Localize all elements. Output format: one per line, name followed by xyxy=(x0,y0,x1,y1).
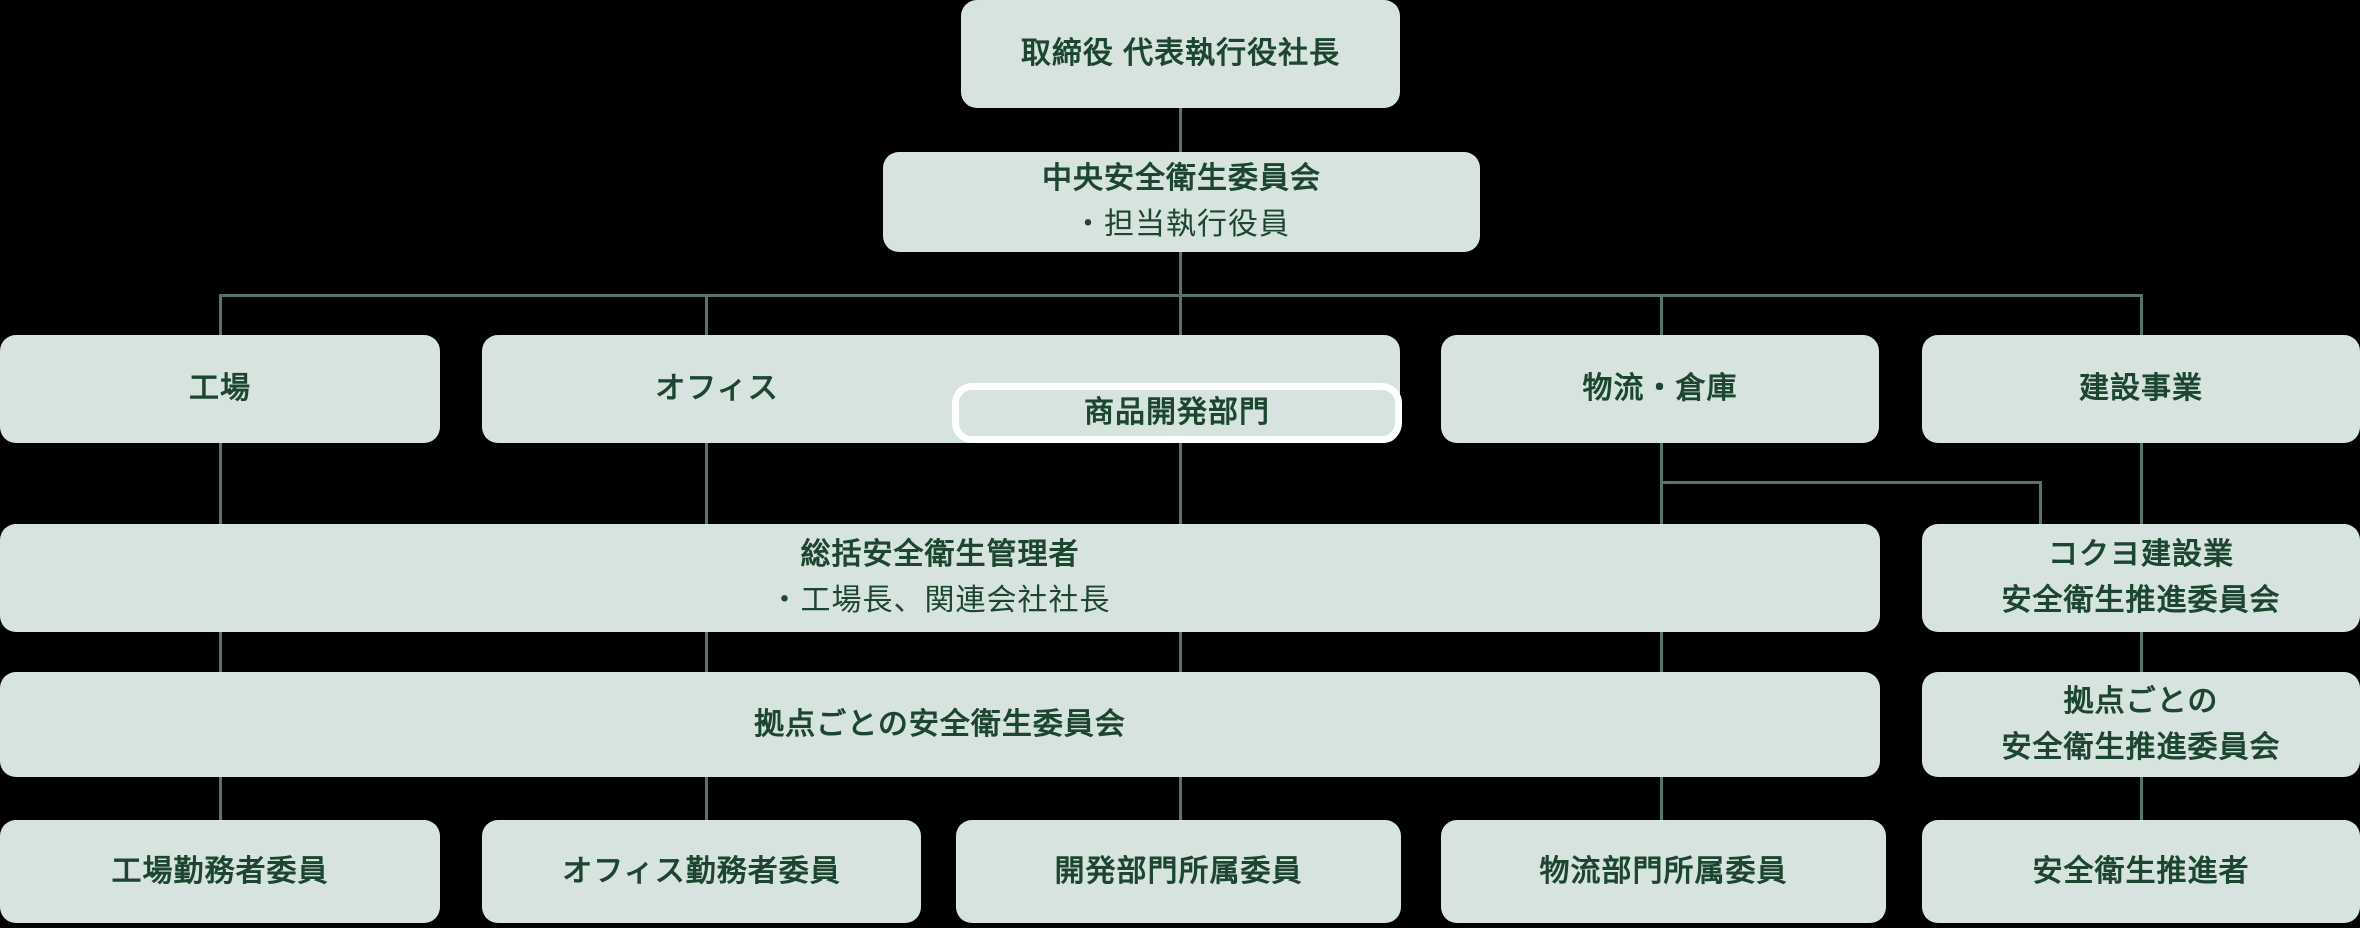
node-factory-worker-label: 工場勤務者委員 xyxy=(111,854,329,888)
node-logistics-label: 物流・倉庫 xyxy=(1582,372,1738,405)
node-dev-dept-member: 開発部門所属委員 xyxy=(956,820,1401,923)
connector-kokuyo-sitepromotion xyxy=(2140,632,2143,672)
node-office-worker-label: オフィス勤務者委員 xyxy=(562,854,841,888)
connector-sitepromotion-promoter xyxy=(2140,777,2143,820)
node-general-manager-title: 総括安全衛生管理者 xyxy=(800,538,1080,571)
node-logistics-dept-member: 物流部門所属委員 xyxy=(1441,820,1886,923)
node-product-dev: 商品開発部門 xyxy=(952,383,1402,443)
node-factory-worker-member: 工場勤務者委員 xyxy=(0,820,440,923)
node-dev-dept-label: 開発部門所属委員 xyxy=(1054,854,1303,888)
connector-manager-sitecommittee-3 xyxy=(1179,632,1182,672)
connector-sitecommittee-officeworker xyxy=(705,777,708,820)
connector-central-trunk xyxy=(1179,252,1182,297)
connector-dev-manager xyxy=(1179,443,1182,524)
node-product-dev-label: 商品開発部門 xyxy=(1084,396,1270,429)
connector-construction-kokuyo xyxy=(2140,443,2143,524)
node-site-promotion-line2: 安全衛生推進委員会 xyxy=(2001,730,2281,764)
connector-drop-logistics xyxy=(1660,294,1663,335)
node-safety-promoter: 安全衛生推進者 xyxy=(1922,820,2360,923)
node-site-promotion-line1: 拠点ごとの xyxy=(2063,684,2219,718)
connector-sitecommittee-devmember xyxy=(1179,777,1182,820)
node-president-label: 取締役 代表執行役社長 xyxy=(1020,37,1341,70)
node-site-promotion-committee: 拠点ごとの 安全衛生推進委員会 xyxy=(1922,672,2360,777)
connector-logistics-kokuyo-horizontal xyxy=(1660,481,2042,484)
node-central-committee-title: 中央安全衛生委員会 xyxy=(1042,162,1321,195)
connector-manager-sitecommittee-2 xyxy=(705,632,708,672)
node-general-manager: 総括安全衛生管理者 ・工場長、関連会社社長 xyxy=(0,524,1880,632)
node-office-worker-member: オフィス勤務者委員 xyxy=(482,820,921,923)
node-kokuyo-construction-committee: コクヨ建設業 安全衛生推進委員会 xyxy=(1922,524,2360,632)
connector-president-central xyxy=(1179,108,1182,154)
node-construction: 建設事業 xyxy=(1922,335,2360,443)
connector-drop-product-dev xyxy=(1179,294,1182,335)
connector-sitecommittee-logimember xyxy=(1660,777,1663,820)
node-logistics: 物流・倉庫 xyxy=(1441,335,1879,443)
connector-drop-construction xyxy=(2140,294,2143,335)
connector-drop-factory xyxy=(219,294,222,335)
node-central-committee-sub: ・担当執行役員 xyxy=(1073,208,1290,241)
node-site-committee: 拠点ごとの安全衛生委員会 xyxy=(0,672,1880,777)
connector-manager-sitecommittee-4 xyxy=(1660,632,1663,672)
connector-logistics-kokuyo-drop xyxy=(2039,481,2042,524)
node-factory-label: 工場 xyxy=(189,372,251,405)
node-construction-label: 建設事業 xyxy=(2079,372,2203,405)
connector-factory-manager xyxy=(219,443,222,524)
connector-manager-sitecommittee-1 xyxy=(219,632,222,672)
node-logistics-dept-label: 物流部門所属委員 xyxy=(1539,854,1788,888)
node-central-committee: 中央安全衛生委員会 ・担当執行役員 xyxy=(883,152,1480,252)
connector-office-manager xyxy=(705,443,708,524)
node-factory: 工場 xyxy=(0,335,440,443)
node-safety-promoter-label: 安全衛生推進者 xyxy=(2032,854,2250,888)
connector-drop-office xyxy=(705,294,708,335)
node-office-label: オフィス xyxy=(655,372,779,405)
node-site-committee-label: 拠点ごとの安全衛生委員会 xyxy=(754,707,1126,741)
connector-sitecommittee-factoryworker xyxy=(219,777,222,820)
node-kokuyo-line1: コクヨ建設業 xyxy=(2048,538,2234,571)
node-kokuyo-line2: 安全衛生推進委員会 xyxy=(2001,584,2281,617)
node-president: 取締役 代表執行役社長 xyxy=(961,0,1400,108)
node-general-manager-sub: ・工場長、関連会社社長 xyxy=(769,584,1111,617)
